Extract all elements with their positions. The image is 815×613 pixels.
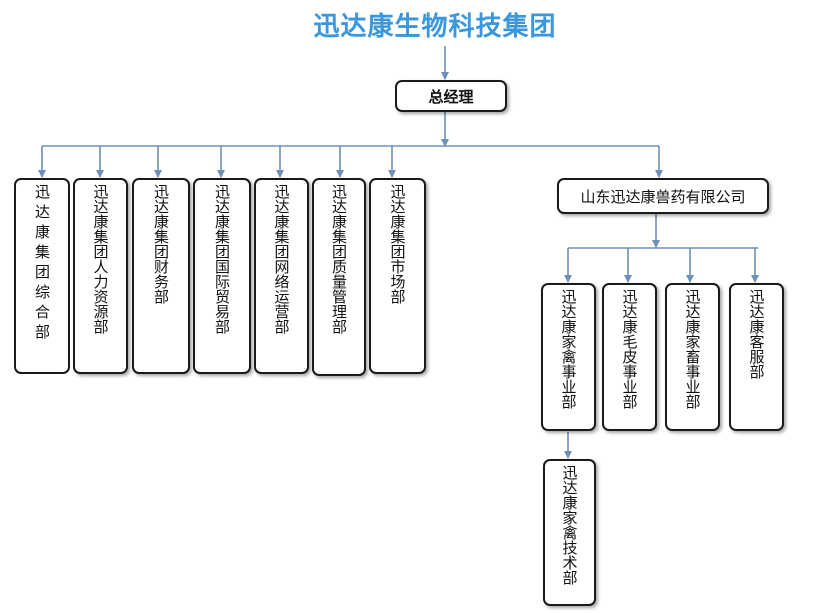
sub-dept-label-1: 迅达康家禽事业部 bbox=[559, 289, 578, 409]
dept-label-5: 迅达康集团网络运营部 bbox=[272, 184, 291, 334]
ceo-label: 总经理 bbox=[428, 87, 474, 106]
dept-label-4: 迅达康集团国际贸易部 bbox=[213, 184, 231, 334]
dept-box-5: 迅达康集团网络运营部 bbox=[254, 178, 309, 374]
dept-box-2: 迅达康集团人力资源部 bbox=[73, 178, 128, 374]
dept-box-6: 迅达康集团质量管理部 bbox=[312, 178, 366, 376]
sub-dept-box-3: 迅达康家畜事业部 bbox=[665, 283, 720, 431]
dept-box-4: 迅达康集团国际贸易部 bbox=[193, 178, 251, 374]
sub-unit-label: 迅达康家禽技术部 bbox=[560, 465, 579, 585]
sub-dept-box-4: 迅达康客服部 bbox=[729, 283, 784, 431]
sub-dept-label-3: 迅达康家畜事业部 bbox=[683, 289, 702, 409]
dept-box-3: 迅达康集团财务部 bbox=[132, 178, 190, 374]
dept-label-7: 迅达康集团市场部 bbox=[388, 184, 407, 304]
sub-dept-box-1: 迅达康家禽事业部 bbox=[541, 283, 596, 431]
dept-label-6: 迅达康集团质量管理部 bbox=[330, 184, 348, 334]
subsidiary-box: 山东迅达康兽药有限公司 bbox=[557, 178, 769, 214]
sub-dept-label-2: 迅达康毛皮事业部 bbox=[620, 289, 639, 409]
sub-dept-label-4: 迅达康客服部 bbox=[747, 289, 766, 379]
dept-label-2: 迅达康集团人力资源部 bbox=[91, 184, 110, 334]
dept-box-7: 迅达康集团市场部 bbox=[369, 178, 426, 374]
dept-box-1: 迅达康集团综合部 bbox=[14, 178, 70, 374]
dept-label-3: 迅达康集团财务部 bbox=[152, 184, 170, 304]
ceo-box: 总经理 bbox=[395, 80, 507, 112]
dept-label-1: 迅达康集团综合部 bbox=[33, 184, 51, 344]
chart-title: 迅达康生物科技集团 bbox=[313, 12, 557, 42]
subsidiary-label: 山东迅达康兽药有限公司 bbox=[580, 187, 746, 206]
sub-unit-box: 迅达康家禽技术部 bbox=[543, 459, 596, 606]
sub-dept-box-2: 迅达康毛皮事业部 bbox=[602, 283, 657, 431]
